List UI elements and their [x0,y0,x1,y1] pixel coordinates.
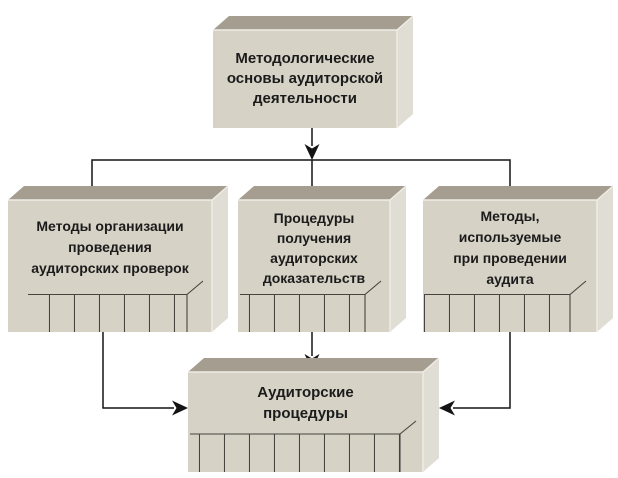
comb-dividers [240,294,365,332]
box-side-face [597,186,613,332]
box-top-face [213,16,413,30]
arrow-right-icon [172,400,188,416]
label-line: Методологические [235,50,375,67]
connector-right-to-bottom [439,332,511,416]
label-line: получения [276,230,352,246]
box-bottom [188,357,440,472]
label-line: деятельности [253,90,357,107]
comb-dividers [424,294,570,332]
box-side-face [390,186,406,332]
label-line: используемые [458,229,562,245]
label-line: аудита [486,271,534,287]
box-side-face [397,16,413,128]
comb-shelf-line [240,280,382,332]
box-edge-highlight [213,15,414,128]
connector-line [102,332,174,409]
label-line: проведения [68,239,152,255]
label-line: Методы, [480,208,540,224]
label-line: аудиторских проверок [31,260,189,276]
box-edge-highlight [188,357,440,472]
label-line: аудиторских [270,250,358,266]
box-front-face [213,30,397,128]
box-edge-highlight [238,185,407,332]
box-side-face [212,186,228,332]
label-line: процедуры [263,405,348,422]
box-side-face [423,358,439,472]
box-edge-highlight [423,185,614,332]
comb-dividers [190,434,400,472]
label-line: Методы организации [36,218,184,234]
label-audit-procedures: Аудиторские процедуры [188,372,423,434]
comb-shelf-line [424,280,587,332]
label-organization-methods: Методы организации проведения аудиторски… [8,200,212,295]
label-line: Аудиторские [257,384,354,401]
label-line: при проведении [453,250,567,266]
label-evidence-procedures: Процедуры получения аудиторских доказате… [238,200,390,296]
connector-left-to-bottom [102,332,188,416]
box-top-face [238,186,406,200]
comb-dividers [28,294,187,332]
label-line: Процедуры [273,210,355,226]
box-center [238,185,407,332]
comb-shelf-line [190,420,417,472]
label-methodological-foundations: Методологические основы аудиторской деят… [213,30,397,128]
box-left [8,185,229,332]
arrow-left-icon [439,400,455,416]
box-top-face [423,186,613,200]
box-top-face [188,358,439,372]
connector-line [453,332,511,409]
label-line: доказательств [262,270,366,286]
box-edge-highlight [8,185,229,332]
label-audit-methods: Методы, используемые при проведении ауди… [423,200,597,296]
arrow-down-icon [304,144,320,160]
box-top-face [8,186,228,200]
box-right [423,185,614,332]
box-top [213,15,414,128]
comb-shelf-line [28,280,204,332]
label-line: основы аудиторской [226,70,384,87]
